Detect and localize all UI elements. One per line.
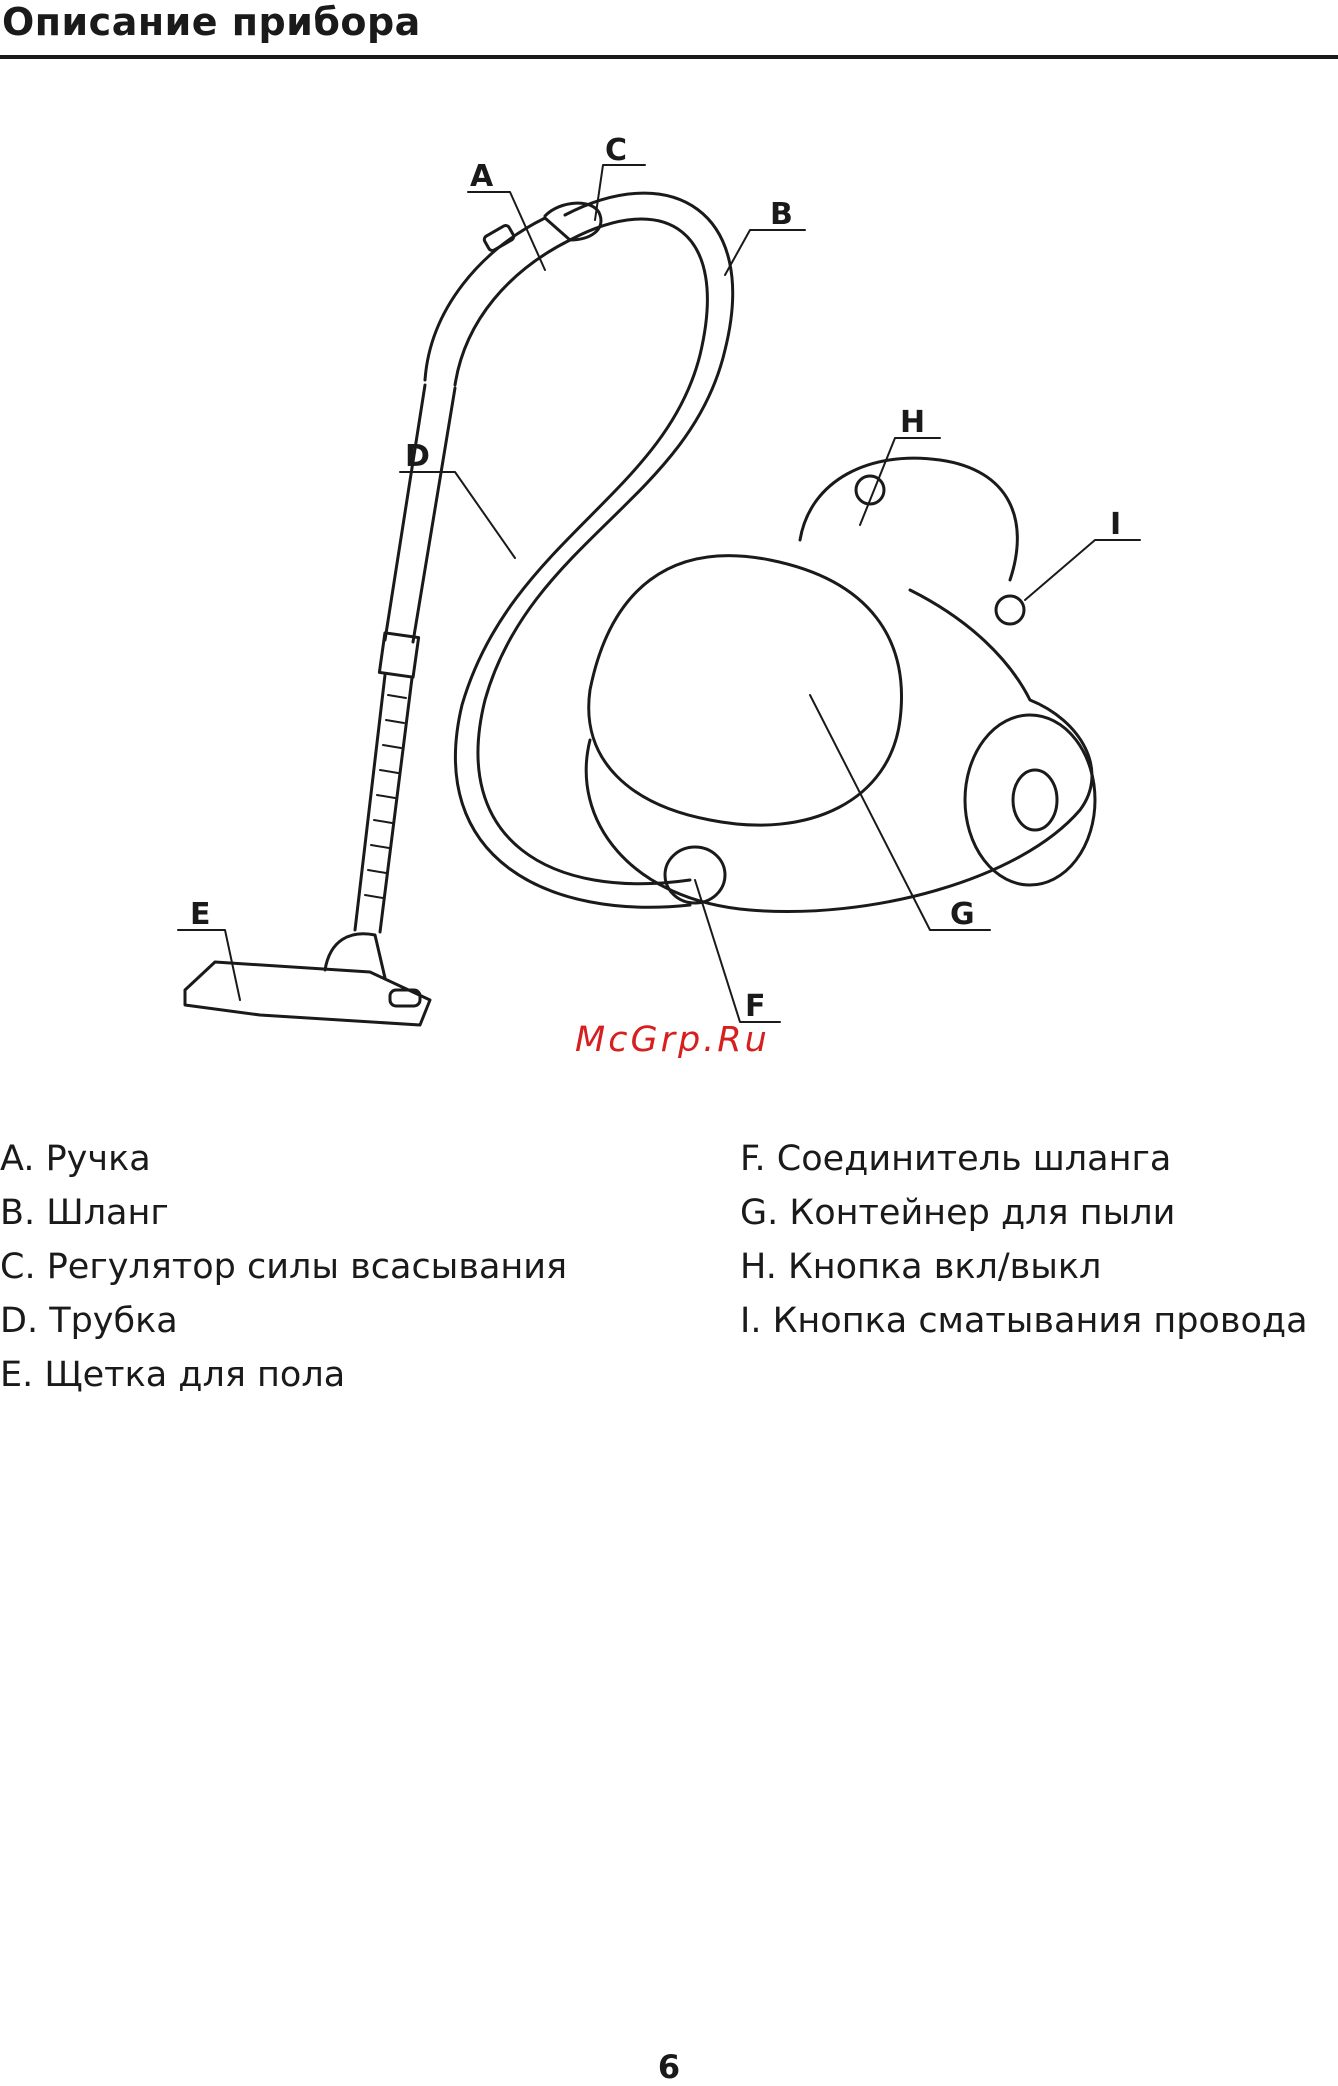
legend-item-e: E. Щетка для пола [0,1348,567,1402]
hose-connector [665,847,725,903]
label-f: F [745,989,766,1024]
page-number: 6 [0,2048,1338,2086]
hose-outline-inner [455,219,707,907]
title-rule [0,55,1338,59]
wheel [965,715,1095,885]
legend-right: F. Соединитель шланга G. Контейнер для п… [740,1132,1308,1348]
label-e: E [190,897,211,932]
cyclone-top [800,458,1017,580]
page-title: Описание прибора [2,0,421,44]
handle-connector [545,203,601,240]
legend-item-g: G. Контейнер для пыли [740,1186,1308,1240]
label-h: H [900,405,925,440]
legend-item-f: F. Соединитель шланга [740,1132,1308,1186]
label-i: I [1110,507,1121,542]
label-g: G [950,897,975,932]
legend-item-d: D. Трубка [0,1294,567,1348]
cord-rewind-button [996,596,1024,624]
legend-item-i: I. Кнопка сматывания провода [740,1294,1308,1348]
hose-outline-outer [478,193,733,884]
floor-brush [185,962,430,1025]
label-a: A [470,159,494,194]
container-outline [589,556,902,825]
label-b: B [770,197,793,232]
vacuum-cleaner-diagram: A B C D E F G H I [150,120,1150,1080]
tube-upper [385,385,455,642]
legend-item-h: H. Кнопка вкл/выкл [740,1240,1308,1294]
wheel-hub [1013,770,1057,830]
legend-item-a: A. Ручка [0,1132,567,1186]
watermark: McGrp.Ru [575,1020,770,1060]
label-d: D [405,439,430,474]
leader-lines [178,165,1140,1022]
legend-left: A. Ручка B. Шланг C. Регулятор силы всас… [0,1132,567,1402]
tube-lower [355,675,412,932]
legend-item-b: B. Шланг [0,1186,567,1240]
label-c: C [605,133,627,168]
handle-outline [425,218,570,385]
legend-item-c: C. Регулятор силы всасывания [0,1240,567,1294]
